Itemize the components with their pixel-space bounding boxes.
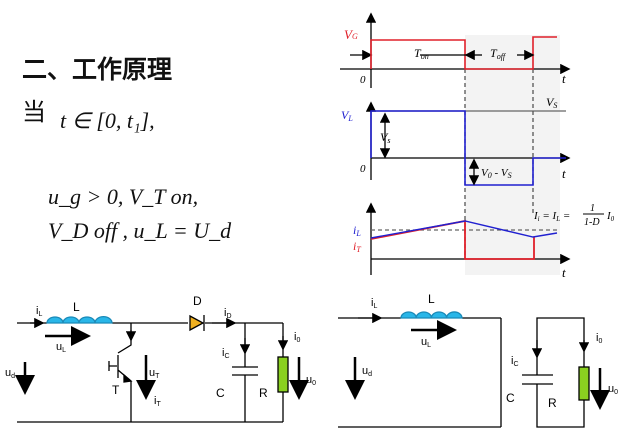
svg-text:u0: u0 [608, 383, 618, 396]
svg-text:uL: uL [56, 341, 66, 354]
vl-label: VL [341, 108, 353, 123]
boost-converter-circuit [15, 314, 309, 423]
svg-text:uT: uT [149, 367, 160, 380]
svg-text:ud: ud [362, 365, 372, 378]
when-label: 当 [22, 98, 46, 126]
zero-label-2: 0 [360, 163, 366, 175]
svg-text:C: C [216, 386, 225, 400]
inductor [46, 316, 113, 324]
svg-text:D: D [193, 294, 202, 308]
svg-text:iD: iD [224, 307, 232, 320]
ton-label: Ton [414, 46, 429, 61]
equivalent-circuit-on-state [338, 311, 610, 428]
svg-text:L: L [428, 292, 435, 306]
t-label-1: t [562, 71, 566, 86]
vl-waveform [370, 110, 566, 186]
svg-text:L: L [73, 300, 80, 314]
vg-label: VG [344, 27, 358, 42]
svg-text:i0: i0 [294, 331, 300, 344]
svg-text:ud: ud [5, 367, 15, 380]
svg-text:T: T [112, 383, 120, 397]
svg-text:I0: I0 [606, 210, 615, 223]
svg-text:iL: iL [371, 297, 377, 310]
vg-waveform [370, 36, 557, 70]
slide-title: 二、工作原理 [22, 55, 173, 84]
waveform-labels: VG 0 t Ton Toff VL VS Vs 0 t V0 - VS iL … [341, 27, 615, 280]
svg-text:u0: u0 [306, 374, 316, 387]
svg-text:iC: iC [511, 355, 519, 368]
right-circuit-labels: iL L uL ud iC i0 C R u0 [362, 292, 618, 410]
svg-text:uL: uL [421, 336, 431, 349]
vs-label: VS [546, 95, 557, 110]
v0-vs-label: V0 - VS [481, 167, 512, 180]
vs-arrow-label: Vs [380, 130, 390, 145]
svg-text:i0: i0 [596, 332, 602, 345]
time-interval: t ∈ [0, t₁], [60, 108, 155, 133]
svg-text:iT: iT [154, 395, 161, 408]
svg-text:C: C [506, 391, 515, 405]
svg-text:R: R [259, 386, 268, 400]
svg-text:1-D: 1-D [584, 217, 600, 228]
t-label-3: t [562, 265, 566, 280]
transistor [108, 323, 132, 422]
svg-text:R: R [548, 396, 557, 410]
resistor [277, 356, 289, 393]
il-label: iL [353, 223, 361, 238]
condition-1: u_g > 0, V_T on, [48, 184, 199, 209]
diode [189, 314, 205, 332]
resistor [578, 366, 590, 401]
t-label-2: t [562, 166, 566, 181]
it-label: iT [353, 239, 361, 254]
inductor [400, 311, 463, 319]
svg-text:iC: iC [222, 347, 230, 360]
il-waveform [370, 220, 558, 239]
left-circuit-labels: iL L uL ud D iD iC i0 uT T iT C R u0 [5, 294, 316, 408]
svg-text:Ii = IL =: Ii = IL = [533, 210, 570, 223]
svg-text:1: 1 [590, 203, 595, 214]
svg-text:iL: iL [36, 305, 42, 318]
toff-label: Toff [490, 46, 507, 61]
zero-label-1: 0 [360, 74, 366, 86]
condition-2: V_D off , u_L = U_d [48, 218, 232, 243]
inductor-current-formula: Ii = IL = 1 1-D I0 [533, 203, 615, 228]
waveform-chart [340, 12, 571, 275]
off-period-shading [465, 35, 560, 275]
